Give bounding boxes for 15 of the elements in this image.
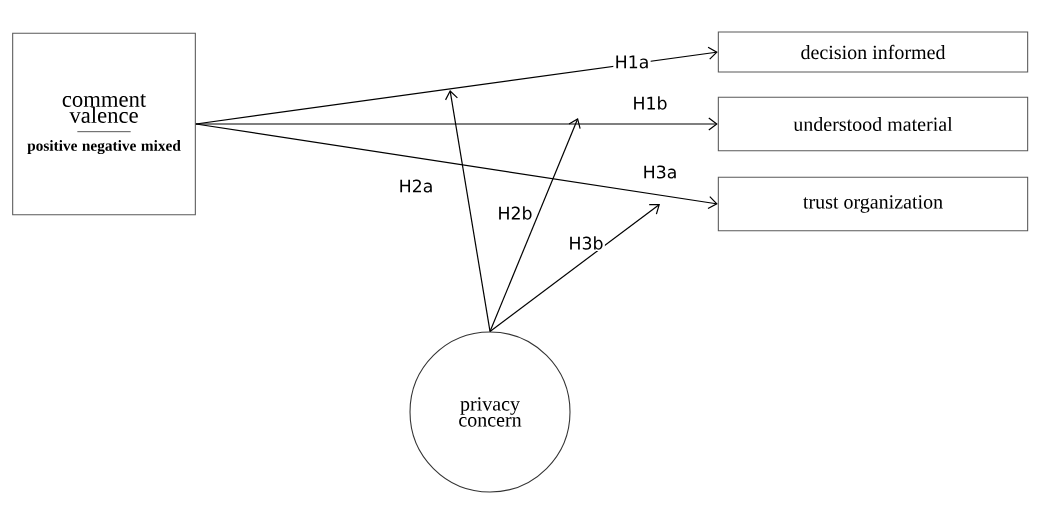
- outcome-box: trust organization: [717, 176, 1029, 232]
- arrow: [195, 123, 718, 210]
- edge-label: H1b: [631, 94, 669, 112]
- arrow: [195, 117, 718, 131]
- outcome-box: understood material: [717, 96, 1029, 152]
- edge-label: H3b: [567, 234, 605, 252]
- variable-box: comment valence positive negative mixed: [12, 32, 196, 216]
- arrow: [489, 118, 581, 333]
- edge-label: H2b: [496, 204, 534, 222]
- outcome-box: decision informed: [717, 31, 1029, 73]
- edge-label: H1a: [613, 54, 651, 70]
- edge-label: H2a: [397, 178, 435, 194]
- arrow: [444, 90, 491, 333]
- edge-label: H3a: [641, 164, 679, 180]
- arrow: [489, 204, 660, 333]
